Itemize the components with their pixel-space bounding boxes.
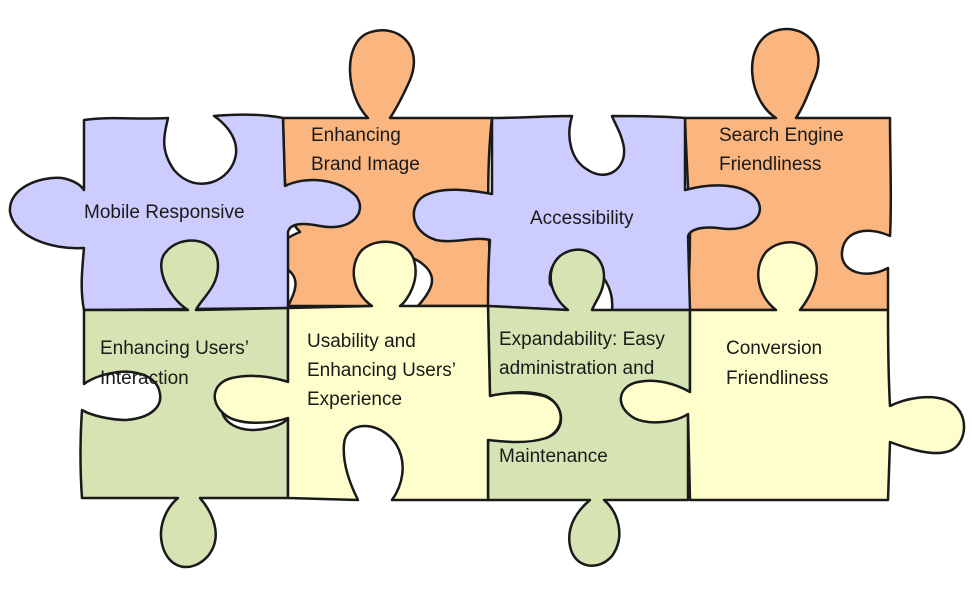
label-usability-users-experience: Usability and Enhancing Users’ Experienc… [307, 331, 461, 410]
label-line: Friendliness [719, 154, 821, 175]
label-line: Search Engine [719, 125, 844, 146]
label-expandability-maintenance: Expandability: Easy administration and M… [499, 329, 670, 467]
label-line: Expandability: Easy [499, 329, 665, 350]
label-line: Enhancing Users’ [100, 338, 249, 359]
piece-enhancing-users-interaction [79, 239, 290, 569]
piece-accessibility [412, 114, 761, 312]
piece-conversion-friendliness [619, 241, 966, 502]
label-line: Enhancing [311, 125, 401, 146]
label-conversion-friendliness: Conversion Friendliness [726, 338, 828, 389]
piece-usability-users-experience [213, 240, 562, 502]
label-line: Interaction [100, 368, 189, 389]
label-line: Mobile Responsive [84, 202, 245, 223]
label-line: Enhancing Users’ [307, 360, 456, 381]
label-line: administration and [499, 358, 654, 379]
label-line: Conversion [726, 338, 822, 359]
label-accessibility: Accessibility [530, 208, 634, 229]
label-line: Maintenance [499, 446, 608, 467]
label-line: Friendliness [726, 368, 828, 389]
label-mobile-responsive: Mobile Responsive [84, 202, 245, 223]
label-line: Usability and [307, 331, 416, 352]
piece-mobile-responsive [8, 113, 362, 312]
label-enhancing-brand-image: Enhancing Brand Image [311, 125, 420, 175]
label-search-engine-friendliness: Search Engine Friendliness [719, 125, 849, 175]
label-line: Accessibility [530, 208, 634, 229]
label-line: Brand Image [311, 154, 420, 175]
label-enhancing-users-interaction: Enhancing Users’ Interaction [100, 338, 254, 389]
label-line: Experience [307, 389, 402, 410]
